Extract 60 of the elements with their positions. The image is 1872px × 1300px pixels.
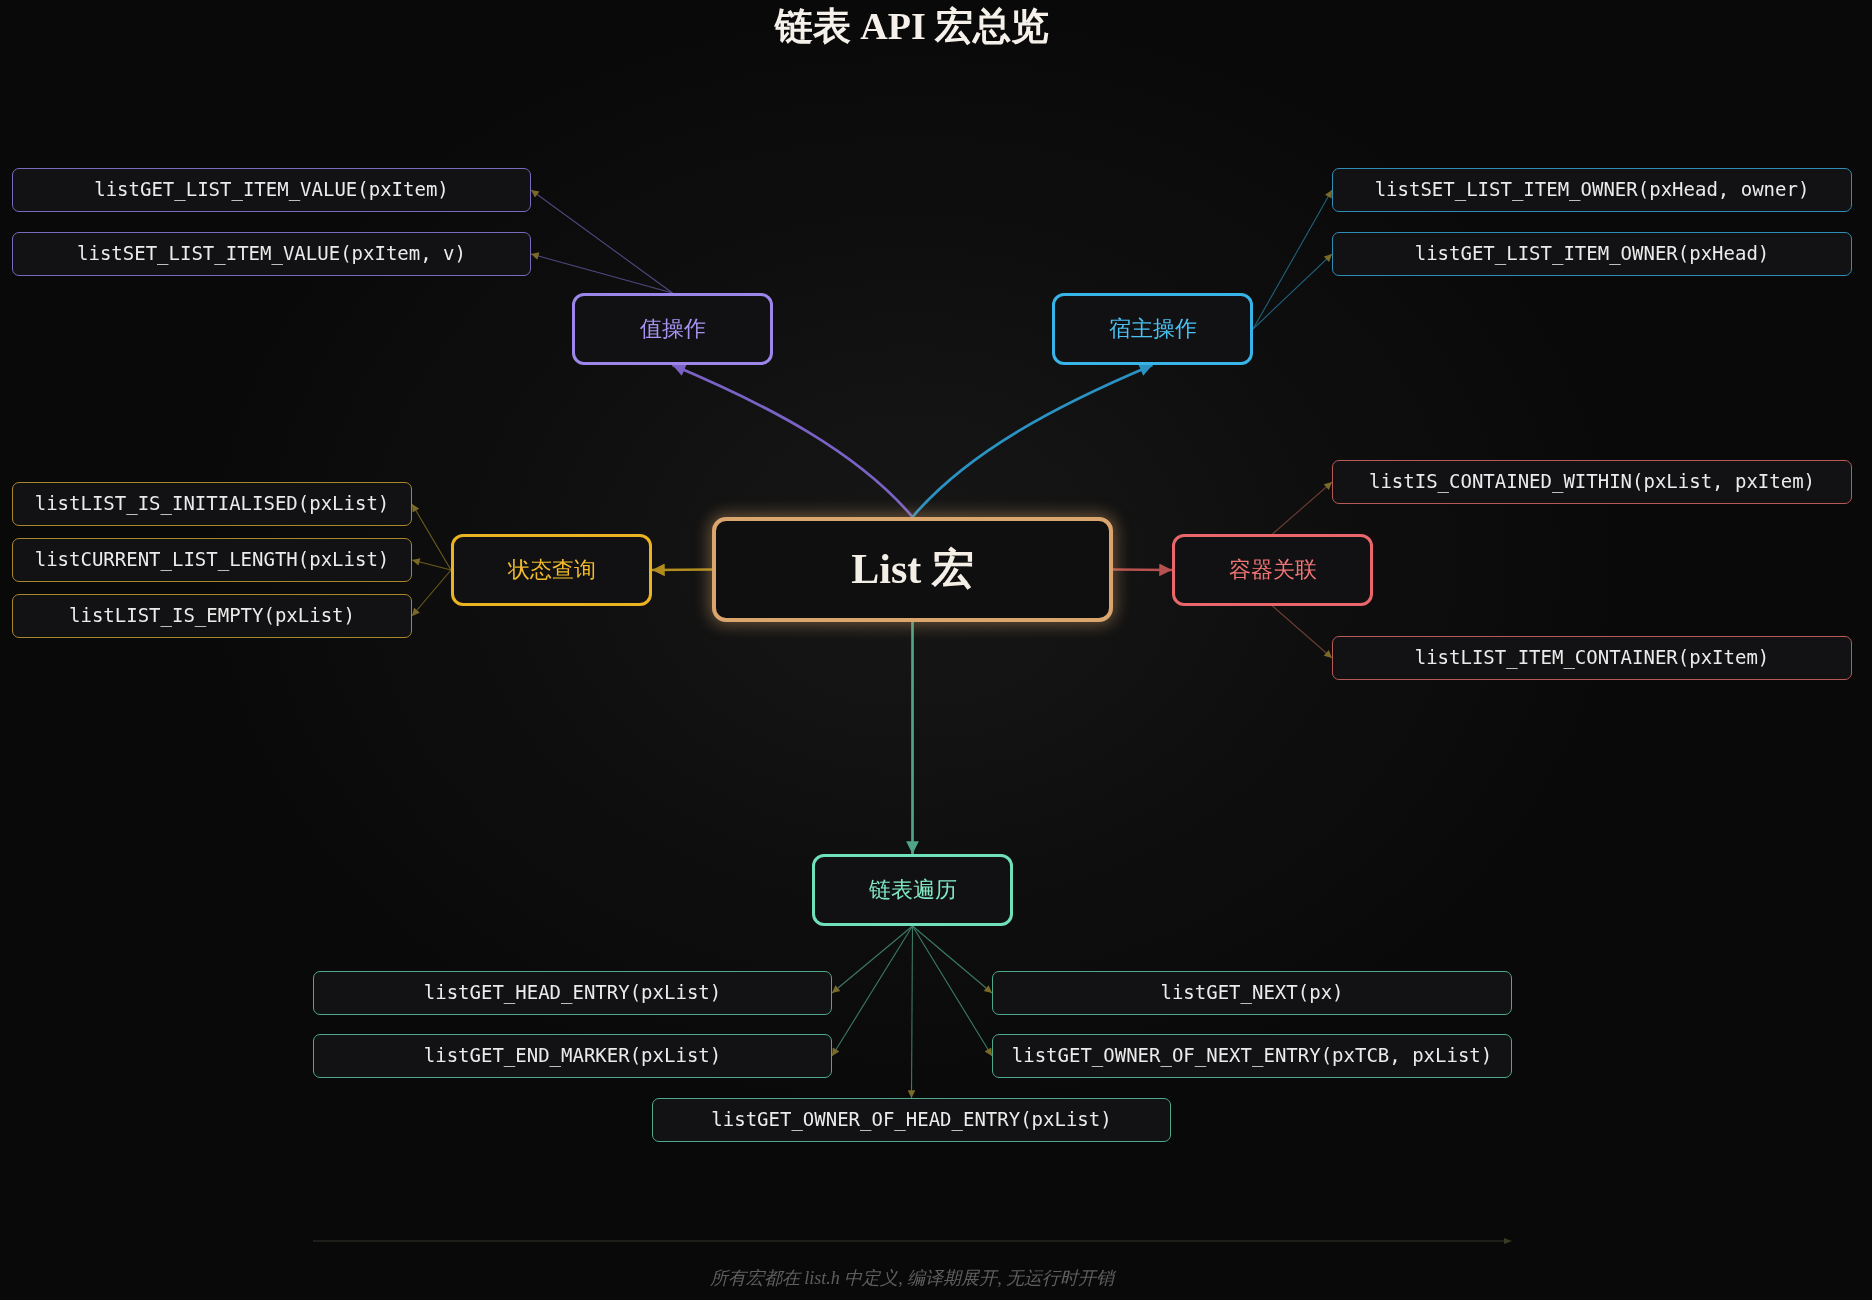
macro-box <box>1332 168 1852 212</box>
arrow <box>652 563 712 577</box>
macro-box <box>313 971 832 1015</box>
category-box <box>812 854 1013 926</box>
macro-box <box>313 1034 832 1078</box>
arrow <box>411 503 452 571</box>
arrow <box>1271 605 1333 659</box>
arrow <box>1252 189 1333 330</box>
macro-name: listSET_LIST_ITEM_VALUE(pxItem, v) <box>77 242 466 266</box>
arrow <box>911 925 993 1057</box>
category-label: 链表遍历 <box>868 876 957 904</box>
category-label: 宿主操作 <box>1108 315 1197 343</box>
macro-name: listGET_HEAD_ENTRY(pxList) <box>423 981 722 1005</box>
arrow <box>1252 253 1333 330</box>
arrow <box>1271 481 1333 535</box>
macro-box <box>652 1098 1171 1142</box>
category-label: 状态查询 <box>507 556 596 584</box>
arrow <box>907 925 916 1099</box>
macro-name: listGET_LIST_ITEM_VALUE(pxItem) <box>94 178 449 202</box>
macro-name: listIS_CONTAINED_WITHIN(pxList, pxItem) <box>1368 470 1816 494</box>
arrow <box>911 925 993 994</box>
arrow <box>671 363 914 518</box>
macro-box <box>12 168 531 212</box>
root-box <box>712 517 1113 622</box>
macro-box <box>1332 460 1852 504</box>
macro-box <box>12 482 412 526</box>
caption: 所有宏都在 list.h 中定义, 编译期展开, 无运行时开销 <box>709 1267 1115 1290</box>
macro-name: listGET_NEXT(px) <box>1160 981 1344 1005</box>
macro-name: listGET_LIST_ITEM_OWNER(pxHead) <box>1414 242 1770 266</box>
macro-name: listGET_OWNER_OF_NEXT_ENTRY(pxTCB, pxList) <box>1011 1044 1493 1068</box>
arrow <box>530 189 674 294</box>
macro-box <box>1332 232 1852 276</box>
category-label: 容器关联 <box>1228 556 1317 584</box>
macro-box <box>12 232 531 276</box>
macro-name: listLIST_IS_EMPTY(pxList) <box>69 604 355 628</box>
macro-name: listGET_OWNER_OF_HEAD_ENTRY(pxList) <box>711 1108 1112 1132</box>
arrow <box>831 925 914 994</box>
category-label: 值操作 <box>639 315 706 343</box>
macro-box <box>12 594 412 638</box>
arrow <box>1113 563 1172 577</box>
arrow <box>911 363 1154 518</box>
macro-name: listCURRENT_LIST_LENGTH(pxList) <box>34 548 390 572</box>
macro-box <box>992 971 1512 1015</box>
macro-box <box>12 538 412 582</box>
root-label: List 宏 <box>851 545 974 595</box>
arrow <box>906 622 919 854</box>
macro-name: listLIST_ITEM_CONTAINER(pxItem) <box>1414 646 1770 670</box>
macro-name: listSET_LIST_ITEM_OWNER(pxHead, owner) <box>1374 178 1810 202</box>
category-box <box>1172 534 1373 606</box>
macro-box <box>1332 636 1852 680</box>
macro-name: listLIST_IS_INITIALISED(pxList) <box>34 492 390 516</box>
macro-name: listGET_END_MARKER(pxList) <box>423 1044 722 1068</box>
diagram-title: 链表 API 宏总览 <box>774 4 1050 49</box>
category-box <box>572 293 773 365</box>
macro-box <box>992 1034 1512 1078</box>
arrow <box>831 925 914 1057</box>
category-box <box>451 534 652 606</box>
arrow <box>411 569 452 617</box>
category-box <box>1052 293 1253 365</box>
arrow <box>411 558 452 571</box>
